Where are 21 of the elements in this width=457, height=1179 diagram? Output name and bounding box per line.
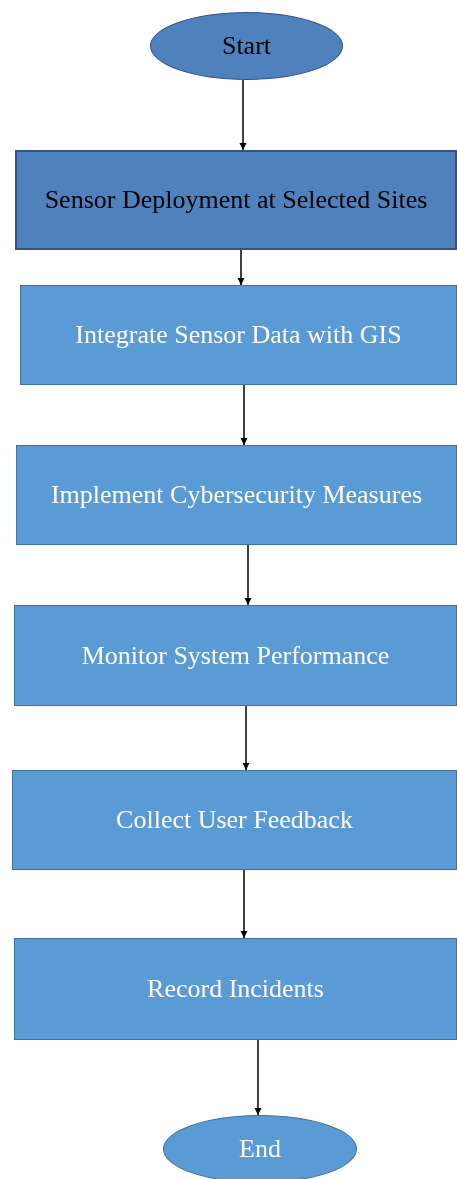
arrow	[242, 705, 250, 771]
process-box	[20, 285, 457, 385]
node-label: End	[238, 1133, 282, 1166]
arrow	[240, 384, 248, 446]
process-box	[16, 445, 457, 545]
process-box	[15, 150, 457, 250]
process-box	[14, 605, 457, 706]
arrow	[237, 249, 245, 286]
node-label: Sensor Deployment at Selected Sites	[43, 184, 429, 217]
process-box	[14, 938, 457, 1040]
arrow	[240, 869, 248, 939]
node-label: Record Incidents	[146, 973, 325, 1006]
node-label: Start	[220, 30, 273, 63]
process-box	[12, 770, 457, 870]
arrow	[239, 79, 247, 151]
node-label: Integrate Sensor Data with GIS	[74, 319, 403, 352]
node-label: Monitor System Performance	[80, 639, 391, 672]
arrow	[254, 1039, 262, 1116]
node-label: Collect User Feedback	[115, 804, 354, 837]
arrow	[244, 544, 252, 606]
node-label: Implement Cybersecurity Measures	[49, 479, 424, 512]
